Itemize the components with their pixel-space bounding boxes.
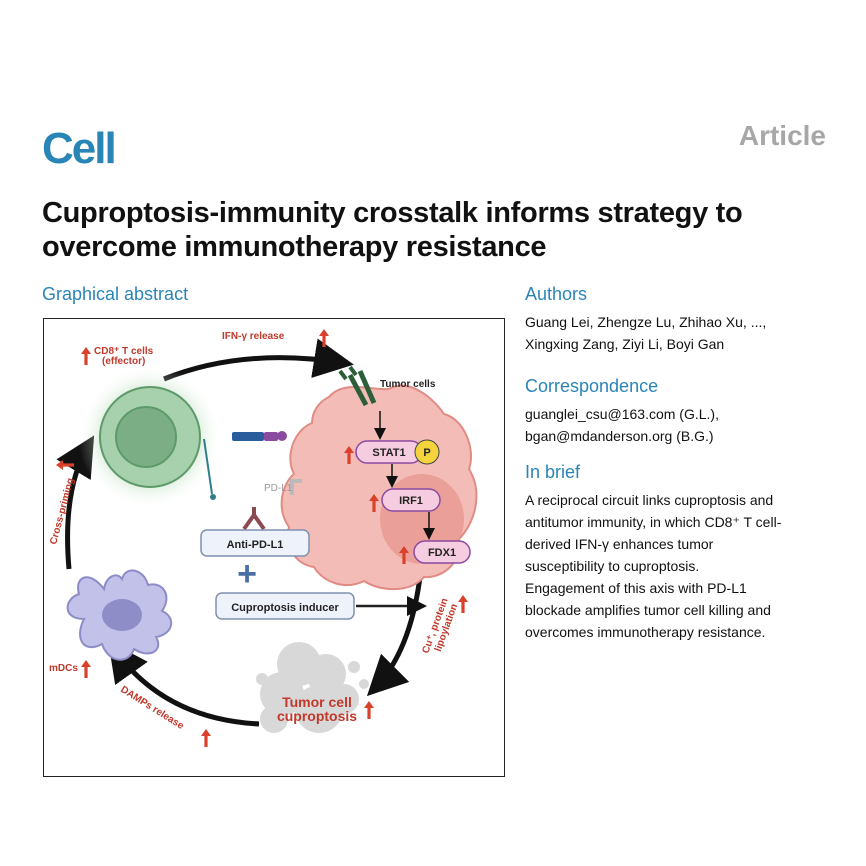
- ifn-release-label: IFN-γ release: [222, 331, 285, 342]
- tumor-cells-label: Tumor cells: [380, 379, 436, 390]
- journal-logo: Cell: [42, 124, 117, 173]
- in-brief-heading: In brief: [525, 462, 581, 482]
- cuproptosis-inducer-box: [215, 592, 355, 620]
- dendritic-cell-nucleus: [102, 599, 142, 631]
- cd8-label-line2: (effector): [102, 356, 145, 367]
- correspondence-email-2[interactable]: bgan@mdanderson.org (B.G.): [525, 428, 714, 444]
- cycle-arc-bottom: [108, 640, 260, 727]
- antibody-icon: [242, 507, 266, 531]
- mdcs-up-arrow: [81, 660, 91, 678]
- mdcs-label: mDCs: [49, 663, 78, 674]
- in-brief-section: In brief A reciprocal circuit links cupr…: [525, 462, 835, 643]
- in-brief-line: overcomes immunotherapy resistance.: [525, 624, 766, 640]
- pdl1-label: PD-L1: [264, 483, 293, 494]
- irf1-node: [381, 488, 441, 512]
- cd8-up-arrow: [81, 347, 91, 365]
- cuproptosis-inducer-label: Cuproptosis inducer: [231, 602, 339, 614]
- damps-up-arrow: [201, 729, 211, 747]
- stat1-label: STAT1: [372, 447, 405, 459]
- article-title: Cuproptosis-immunity crosstalk informs s…: [42, 197, 743, 263]
- correspondence-email-1[interactable]: guanglei_csu@163.com (G.L.),: [525, 406, 719, 422]
- fdx1-label: FDX1: [428, 547, 456, 559]
- authors-line-1: Guang Lei, Zhengze Lu, Zhihao Xu, ...,: [525, 314, 767, 330]
- irf1-label: IRF1: [399, 495, 423, 507]
- graphical-abstract-svg: STAT1 P IRF1 FDX1 PD-L1 Anti-PD-L1 + Cup…: [48, 329, 478, 747]
- anti-pdl1-box: [200, 529, 310, 557]
- authors-line-2: Xingxing Zang, Ziyi Li, Boyi Gan: [525, 336, 725, 352]
- in-brief-line: antitumor immunity, in which CD8⁺ T cell…: [525, 514, 782, 530]
- ifn-receptor-icon: [338, 365, 377, 407]
- cd8-label-line1: CD8⁺ T cells: [94, 346, 154, 357]
- ifn-up-arrow: [319, 329, 329, 347]
- authors-section: Authors Guang Lei, Zhengze Lu, Zhihao Xu…: [525, 284, 835, 355]
- in-brief-line: A reciprocal circuit links cuproptosis a…: [525, 492, 774, 508]
- t-cell-nucleus: [115, 406, 177, 468]
- in-brief-line: Engagement of this axis with PD-L1: [525, 580, 747, 596]
- article-type-label: Article: [738, 120, 826, 151]
- cu-up-arrow: [458, 595, 468, 613]
- plus-icon: +: [237, 555, 257, 593]
- authors-heading: Authors: [525, 284, 588, 304]
- in-brief-line: derived IFN-γ enhances tumor: [525, 536, 714, 552]
- in-brief-line: blockade amplifies tumor cell killing an…: [525, 602, 771, 618]
- cycle-arc-top: [163, 338, 354, 382]
- tumor-cell-cuproptosis-line1: Tumor cell: [282, 694, 352, 710]
- graphical-abstract-figure: STAT1 P IRF1 FDX1 PD-L1 Anti-PD-L1 + Cup…: [43, 318, 505, 777]
- fdx1-node: [413, 540, 471, 564]
- correspondence-section: Correspondence guanglei_csu@163.com (G.L…: [525, 376, 835, 447]
- cross-priming-arrow: [56, 460, 74, 470]
- cuproptosis-up-arrow: [364, 701, 374, 719]
- in-brief-line: susceptibility to cuproptosis.: [525, 558, 700, 574]
- pdl1-protein-icon: [290, 479, 302, 495]
- anti-pdl1-label: Anti-PD-L1: [227, 539, 284, 551]
- graphical-abstract-heading: Graphical abstract: [42, 284, 189, 304]
- tcr-receptor: [232, 432, 264, 441]
- tumor-cell-cuproptosis-line2: cuproptosis: [277, 708, 357, 724]
- correspondence-heading: Correspondence: [525, 376, 659, 396]
- phospho-icon: [414, 439, 440, 465]
- dead-tumor-cell: [256, 642, 369, 733]
- cross-priming-label: Cross-priming: [48, 477, 76, 546]
- phospho-label: P: [423, 447, 430, 459]
